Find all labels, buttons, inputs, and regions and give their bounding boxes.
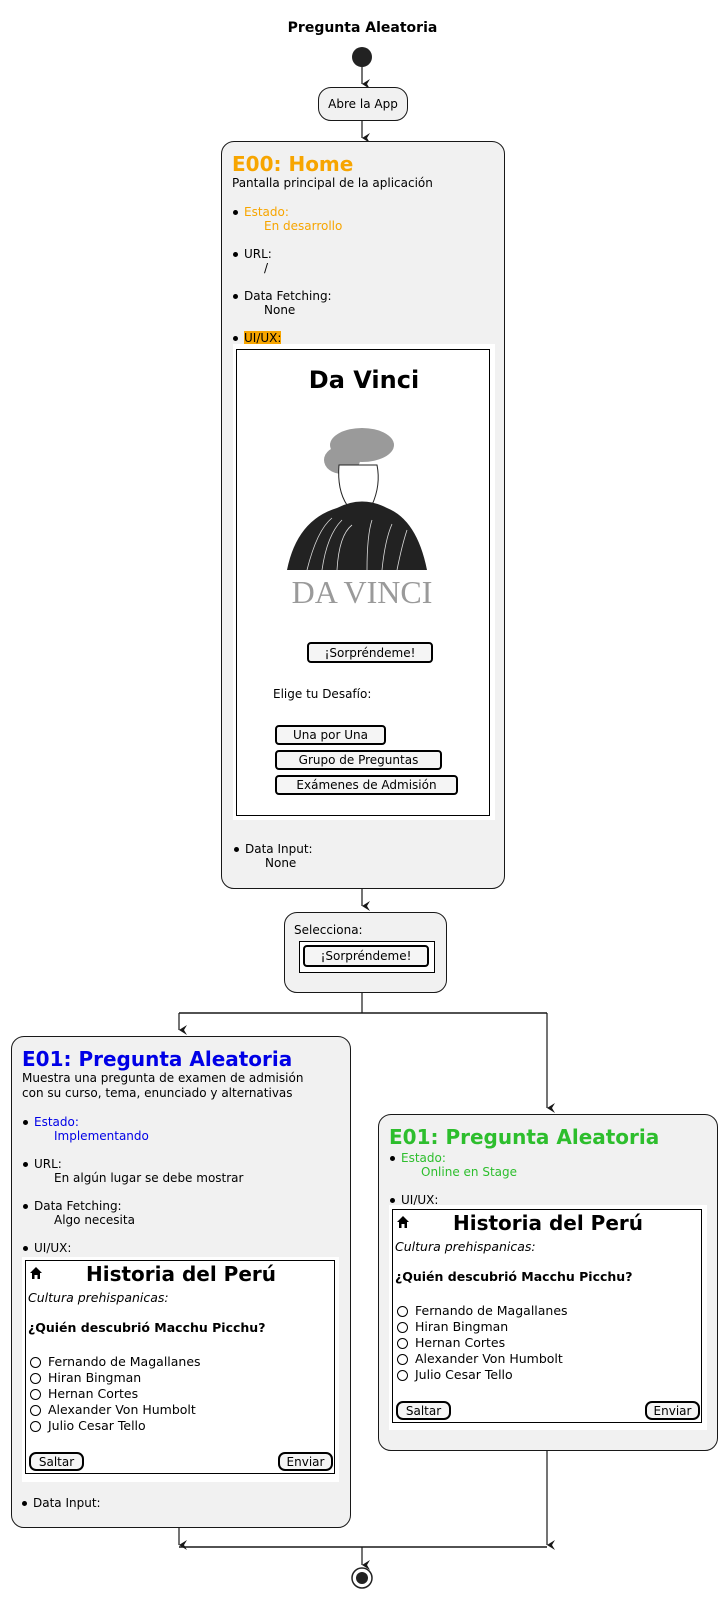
challenge-label: Elige tu Desafío: <box>273 687 372 701</box>
e01-left-estado-value: Implementando <box>54 1129 149 1143</box>
home-url-value: / <box>264 261 269 275</box>
home-fetch-value: None <box>264 303 296 317</box>
skip-button[interactable]: Saltar <box>29 1452 84 1471</box>
select-label: Selecciona: <box>294 923 363 937</box>
option-label: Hiran Bingman <box>48 1370 142 1385</box>
start-node <box>352 47 372 67</box>
option-radio[interactable]: Hernan Cortes <box>28 1386 201 1402</box>
e01-left-uiux-label: UI/UX: <box>34 1241 72 1255</box>
e01-right-estado-value: Online en Stage <box>421 1165 517 1179</box>
admission-exams-button[interactable]: Exámenes de Admisión <box>275 775 458 795</box>
right-question-mockup: Historia del Perú Cultura prehispanicas:… <box>392 1209 702 1423</box>
home-input-value: None <box>265 856 297 870</box>
option-label: Fernando de Magallanes <box>415 1303 568 1318</box>
group-questions-button[interactable]: Grupo de Preguntas <box>275 750 442 770</box>
home-url-label: URL: <box>244 247 272 261</box>
e01-left-fetch-label: Data Fetching: <box>34 1199 122 1213</box>
davinci-logo: DA VINCI <box>287 428 433 610</box>
select-surprise-button[interactable]: ¡Sorpréndeme! <box>303 945 429 967</box>
course-title: Historia del Perú <box>86 1262 276 1286</box>
e01-left-desc-2: con su curso, tema, enunciado y alternat… <box>22 1086 293 1100</box>
send-button[interactable]: Enviar <box>645 1401 700 1420</box>
home-heading: E00: Home <box>232 152 354 176</box>
home-input-label: Data Input: <box>245 842 313 856</box>
question-text: ¿Quién descubrió Macchu Picchu? <box>28 1320 266 1335</box>
option-radio[interactable]: Julio Cesar Tello <box>28 1418 201 1434</box>
option-radio[interactable]: Hiran Bingman <box>395 1319 568 1335</box>
option-radio[interactable]: Alexander Von Humbolt <box>395 1351 568 1367</box>
option-label: Hernan Cortes <box>415 1335 506 1350</box>
logo-text: DA VINCI <box>292 574 433 610</box>
home-icon[interactable] <box>29 1266 43 1280</box>
option-radio[interactable]: Fernando de Magallanes <box>28 1354 201 1370</box>
action-open-app: Abre la App <box>318 87 408 121</box>
option-radio[interactable]: Hernan Cortes <box>395 1335 568 1351</box>
home-icon[interactable] <box>396 1215 410 1229</box>
e01-left-estado-label: Estado: <box>34 1115 79 1129</box>
one-by-one-button[interactable]: Una por Una <box>275 725 386 745</box>
skip-button[interactable]: Saltar <box>396 1401 451 1420</box>
option-label: Fernando de Magallanes <box>48 1354 201 1369</box>
options-list: Fernando de Magallanes Hiran Bingman Her… <box>395 1303 568 1383</box>
option-radio[interactable]: Hiran Bingman <box>28 1370 201 1386</box>
e01-left-desc-1: Muestra una pregunta de examen de admisi… <box>22 1071 304 1085</box>
option-label: Alexander Von Humbolt <box>48 1402 196 1417</box>
e01-left-url-label: URL: <box>34 1157 62 1171</box>
home-estado-label: Estado: <box>244 205 289 219</box>
course-title: Historia del Perú <box>453 1211 643 1235</box>
end-node <box>351 1567 373 1589</box>
action-label: Abre la App <box>328 97 398 111</box>
home-fetch-label: Data Fetching: <box>244 289 332 303</box>
home-estado-value: En desarrollo <box>264 219 343 233</box>
option-radio[interactable]: Alexander Von Humbolt <box>28 1402 201 1418</box>
send-button[interactable]: Enviar <box>278 1452 333 1471</box>
surprise-button[interactable]: ¡Sorpréndeme! <box>307 642 433 663</box>
option-radio[interactable]: Julio Cesar Tello <box>395 1367 568 1383</box>
select-mockup: ¡Sorpréndeme! <box>299 941 435 973</box>
options-list: Fernando de Magallanes Hiran Bingman Her… <box>28 1354 201 1434</box>
e01-right-estado-label: Estado: <box>401 1151 446 1165</box>
left-question-mockup: Historia del Perú Cultura prehispanicas:… <box>25 1260 335 1474</box>
e01-left-fetch-value: Algo necesita <box>54 1213 135 1227</box>
select-node: Selecciona: ¡Sorpréndeme! <box>284 912 447 993</box>
home-uiux-label: UI/UX: <box>244 331 282 345</box>
topic-label: Cultura prehispanicas: <box>28 1290 169 1305</box>
app-title: Da Vinci <box>308 366 420 394</box>
e01-left-heading: E01: Pregunta Aleatoria <box>22 1047 293 1071</box>
home-description: Pantalla principal de la aplicación <box>232 176 433 190</box>
e01-right-heading: E01: Pregunta Aleatoria <box>389 1125 660 1149</box>
option-label: Alexander Von Humbolt <box>415 1351 563 1366</box>
e01-left-input-label: Data Input: <box>33 1496 101 1510</box>
option-label: Hernan Cortes <box>48 1386 139 1401</box>
question-text: ¿Quién descubrió Macchu Picchu? <box>395 1269 633 1284</box>
option-radio[interactable]: Fernando de Magallanes <box>395 1303 568 1319</box>
option-label: Hiran Bingman <box>415 1319 509 1334</box>
topic-label: Cultura prehispanicas: <box>395 1239 536 1254</box>
option-label: Julio Cesar Tello <box>48 1418 146 1433</box>
e01-left-url-value: En algún lugar se debe mostrar <box>54 1171 244 1185</box>
home-mockup: Da Vinci DA VINCI ¡Sorpréndeme! Elige tu… <box>236 349 490 816</box>
option-label: Julio Cesar Tello <box>415 1367 513 1382</box>
e01-right-uiux-label: UI/UX: <box>401 1193 439 1207</box>
diagram-title: Pregunta Aleatoria <box>287 20 438 36</box>
